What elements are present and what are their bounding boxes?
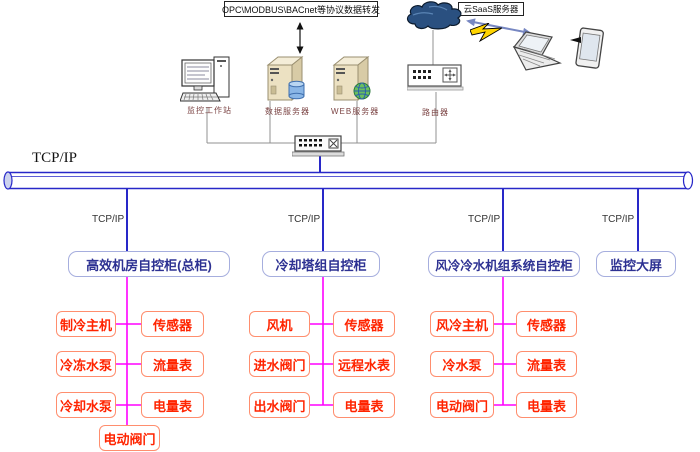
web-server-label: WEB服务器: [331, 107, 380, 116]
leaf-flow-meter-3: 流量表: [516, 351, 577, 377]
router-label: 路由器: [422, 108, 449, 117]
leaf-cold-water-pump: 冷水泵: [430, 351, 494, 377]
cabinet-air-cooled: 风冷冷水机组系统自控柜: [428, 251, 580, 277]
branch1-tcp-label: TCP/IP: [92, 214, 125, 225]
leaf-sensor-3: 传感器: [516, 311, 577, 337]
leaf-outlet-valve: 出水阀门: [249, 392, 310, 418]
cloud-icon: [406, 1, 462, 30]
bus-label: TCP/IP: [32, 150, 78, 166]
leaf-power-meter-2: 电量表: [333, 392, 395, 418]
leaf-sensor-1: 传感器: [141, 311, 204, 337]
lightning-icon: [470, 23, 503, 42]
globe-icon: [353, 82, 371, 100]
laptop-icon: [512, 31, 562, 71]
leaf-motor-valve-1: 电动阀门: [99, 425, 160, 451]
cloud-remote-arrow: [466, 18, 532, 36]
leaf-air-cooled-host: 风冷主机: [430, 311, 494, 337]
web-server-icon: [332, 55, 371, 102]
data-server-icon: [266, 55, 305, 102]
data-server-label: 数据服务器: [265, 107, 310, 116]
protocol-gateway-label: OPC\MODBUS\BACnet等协议数据转发: [222, 1, 380, 17]
workstation-label: 监控工作站: [187, 106, 232, 115]
router-icon: [407, 64, 464, 91]
leaf-chilled-water-pump: 冷冻水泵: [56, 351, 116, 377]
leaf-power-meter-1: 电量表: [141, 392, 204, 418]
cabinet-cooling-tower: 冷却塔组自控柜: [262, 251, 380, 277]
leaf-inlet-valve: 进水阀门: [249, 351, 310, 377]
monitor-wall-box: 监控大屏: [596, 251, 676, 277]
leaf-power-meter-3: 电量表: [516, 392, 577, 418]
switch-icon: [292, 135, 345, 157]
leaf-fan: 风机: [249, 311, 310, 337]
phone-icon: [570, 27, 604, 69]
branch4-tcp-label: TCP/IP: [602, 214, 635, 225]
leaf-motor-valve-2: 电动阀门: [430, 392, 494, 418]
leaf-remote-water-meter: 远程水表: [333, 351, 395, 377]
lan-wires: [206, 30, 437, 144]
field-wires: [115, 277, 516, 425]
leaf-chiller-host: 制冷主机: [56, 311, 116, 337]
cabinet-machine-room: 高效机房自控柜(总柜): [68, 251, 230, 277]
branch3-tcp-label: TCP/IP: [468, 214, 501, 225]
leaf-cooling-water-pump: 冷却水泵: [56, 392, 116, 418]
leaf-sensor-2: 传感器: [333, 311, 395, 337]
cloud-saas-label: 云SaaS服务器: [458, 2, 524, 16]
leaf-flow-meter-1: 流量表: [141, 351, 204, 377]
stylus-pointer-icon: [570, 37, 581, 43]
workstation-icon: [180, 56, 230, 102]
database-cylinder-icon: [288, 80, 305, 100]
branch2-tcp-label: TCP/IP: [288, 214, 321, 225]
branch-drops: [126, 189, 639, 251]
tcpip-bus-pipe: [3, 171, 694, 190]
